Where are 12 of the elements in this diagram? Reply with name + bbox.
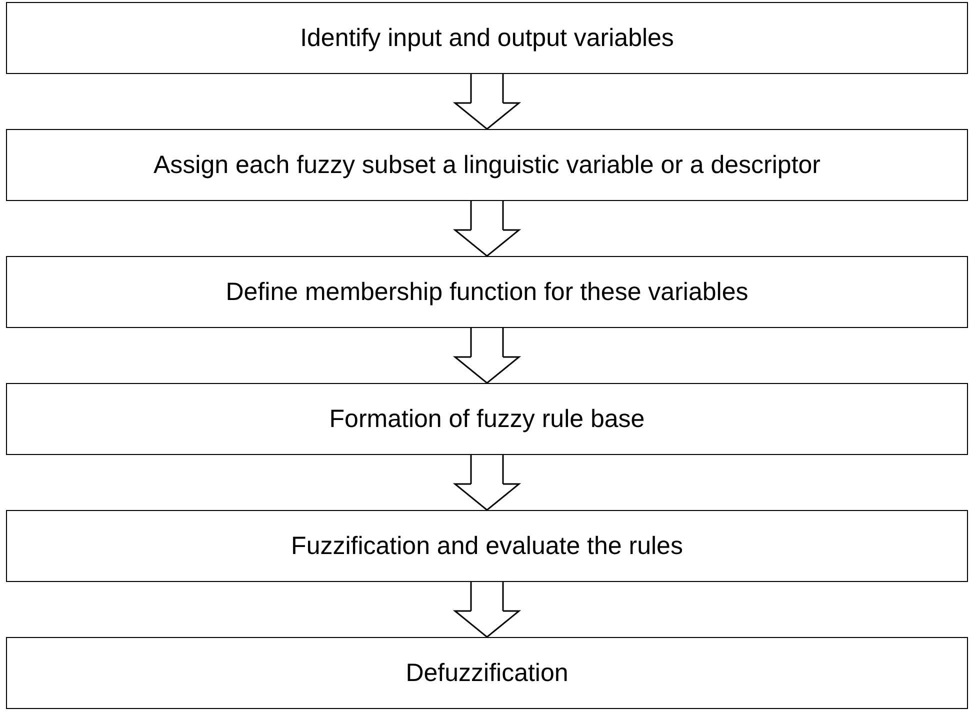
step-text: Define membership function for these variables [226,278,748,306]
process-box [6,383,968,455]
process-box [6,510,968,582]
process-box [6,2,968,74]
process-box [6,256,968,328]
step-text: Defuzzification [406,658,568,688]
step-text: Formation of fuzzy rule base [329,404,645,434]
process-box [6,129,968,201]
process-box [6,637,968,709]
step-text: Assign each fuzzy subset a linguistic variable or a descriptor [154,150,820,180]
step-text: Fuzzification and evaluate the rules [291,532,683,560]
step-text: Identify input and output variables [300,24,674,52]
